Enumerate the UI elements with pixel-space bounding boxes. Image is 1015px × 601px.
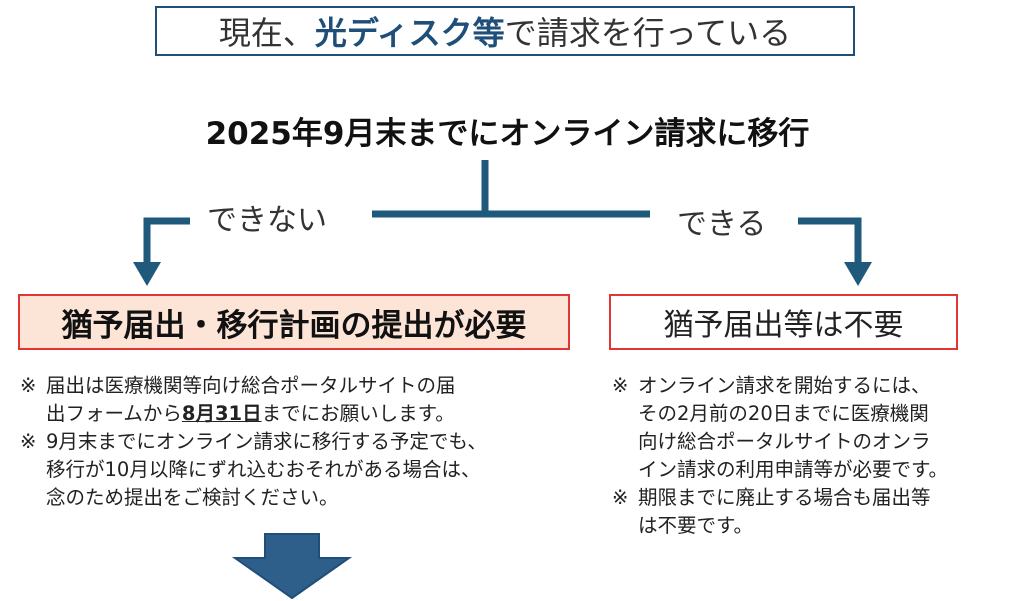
decision-headline: 2025年9月末までにオンライン請求に移行: [205, 116, 810, 152]
left-branch-connector: [143, 217, 190, 262]
note-mark-icon: ※: [20, 374, 37, 397]
right-note-2-line-2: は不要です。: [638, 514, 754, 537]
right-note-1-line-3: 向け総合ポータルサイトのオンラ: [638, 430, 931, 453]
right-result-box: 猶予届出等は不要: [609, 294, 958, 350]
branch-label-can: できる: [677, 207, 767, 242]
deadline-date: 8月31日: [181, 402, 262, 425]
left-note-1-line-1: 届出は医療機関等向け総合ポータルサイトの届: [46, 374, 456, 397]
left-note-1-line-2-pre: 出フォームから: [46, 402, 182, 425]
right-notes: ※ オンライン請求を開始するには、 その2月前の20日までに医療機関 向け総合ポ…: [612, 372, 948, 540]
left-note-1: ※ 届出は医療機関等向け総合ポータルサイトの届 出フォームから8月31日までにお…: [20, 372, 487, 428]
note-mark-icon: ※: [20, 430, 37, 453]
top-condition-highlight: 光ディスク等: [314, 14, 505, 52]
left-note-2-line-3: 念のため提出をご検討ください。: [46, 486, 339, 509]
right-branch-connector: [798, 217, 862, 262]
top-condition-prefix: 現在、: [218, 14, 315, 52]
left-note-1-line-2: 出フォームから8月31日までにお願いします。: [46, 400, 487, 428]
right-arrowhead-icon: [844, 262, 872, 286]
left-arrowhead-icon: [133, 262, 161, 286]
down-arrow-icon: [231, 533, 353, 600]
right-note-1: ※ オンライン請求を開始するには、 その2月前の20日までに医療機関 向け総合ポ…: [612, 372, 948, 484]
top-condition-box: 現在、光ディスク等で請求を行っている: [155, 6, 855, 56]
right-note-1-line-1: オンライン請求を開始するには、: [638, 374, 931, 397]
left-result-box: 猶予届出・移行計画の提出が必要: [18, 294, 570, 350]
right-note-1-line-2: その2月前の20日までに医療機関: [638, 402, 929, 425]
right-note-1-line-4: イン請求の利用申請等が必要です。: [638, 458, 949, 481]
left-note-2-line-1: 9月末までにオンライン請求に移行する予定でも、: [46, 430, 487, 453]
right-note-2-line-1: 期限までに廃止する場合も届出等: [638, 486, 931, 509]
left-note-2: ※ 9月末までにオンライン請求に移行する予定でも、 移行が10月以降にずれ込むお…: [20, 428, 487, 512]
left-note-2-line-2: 移行が10月以降にずれ込むおそれがある場合は、: [46, 458, 481, 481]
top-condition-suffix: で請求を行っている: [504, 14, 792, 52]
left-note-1-line-2-post: までにお願いします。: [261, 402, 455, 425]
branch-label-cannot: できない: [207, 203, 327, 238]
note-mark-icon: ※: [612, 374, 629, 397]
note-mark-icon: ※: [612, 486, 629, 509]
left-notes: ※ 届出は医療機関等向け総合ポータルサイトの届 出フォームから8月31日までにお…: [20, 372, 487, 512]
right-note-2: ※ 期限までに廃止する場合も届出等 は不要です。: [612, 484, 948, 540]
